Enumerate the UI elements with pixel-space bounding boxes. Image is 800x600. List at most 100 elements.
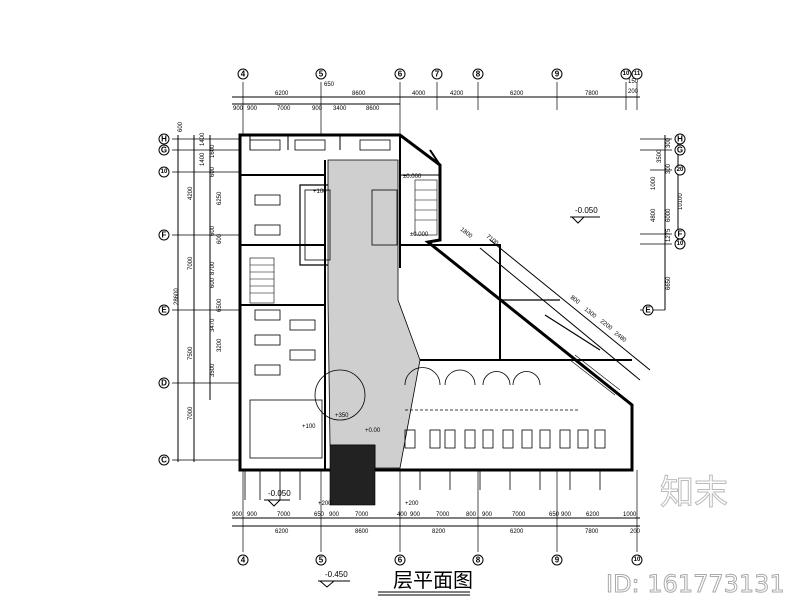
- dimension-lines: [172, 82, 679, 552]
- dimension-text: 600: [178, 121, 184, 132]
- dimension-text: 6650: [666, 276, 672, 290]
- level-meeting: +100: [313, 189, 327, 195]
- dimension-text: 6200: [275, 529, 289, 535]
- dimension-text: 800: [569, 295, 581, 306]
- axis-label: 6: [398, 70, 403, 79]
- dimension-text: 400: [397, 512, 408, 518]
- dimension-text: 900: [482, 512, 493, 518]
- dimension-text: 4000: [412, 91, 426, 97]
- axis-label: 9: [555, 556, 560, 565]
- dimension-text: 8600: [366, 106, 380, 112]
- dimension-text: 200: [628, 89, 639, 95]
- furniture: [244, 139, 606, 500]
- axis-label: 10: [677, 241, 684, 247]
- dimension-text: 7000: [436, 512, 450, 518]
- terrazzo-corridor: [327, 159, 421, 469]
- level-stair-mid: ±0.000: [410, 232, 429, 238]
- level-title: -0.450: [325, 570, 348, 579]
- axis-label: H: [677, 135, 683, 144]
- dimension-text: 800: [466, 512, 477, 518]
- dimension-text: 900: [312, 106, 323, 112]
- dimension-text: 600: [210, 166, 216, 177]
- dimension-text: 3470: [210, 318, 216, 332]
- axis-label: D: [161, 379, 167, 388]
- dimension-text: 600: [217, 233, 223, 244]
- dimension-text: 7800: [585, 529, 599, 535]
- dimension-text: 6200: [275, 91, 289, 97]
- title-underline: [378, 591, 470, 596]
- axis-label: C: [161, 456, 167, 465]
- level-outside-left: -0.050: [268, 489, 291, 498]
- dimension-text: 8700: [210, 261, 216, 275]
- dimension-text: 6200: [510, 91, 524, 97]
- dimension-text: 8600: [352, 91, 366, 97]
- axis-label: F: [678, 230, 683, 239]
- level-corridor: +0.00: [365, 428, 381, 434]
- axis-label: 11: [634, 71, 641, 77]
- dimension-text: 7000: [188, 256, 194, 270]
- dimension-text: 6000: [666, 208, 672, 222]
- axis-label: 10: [623, 71, 630, 77]
- axis-label: 4: [241, 556, 246, 565]
- dimension-text: 900: [410, 512, 421, 518]
- dimension-text: 900: [561, 512, 572, 518]
- axis-label: 8: [476, 556, 481, 565]
- axis-label: 4: [241, 70, 246, 79]
- dimension-text: 6200: [510, 529, 524, 535]
- dimension-text: 1300: [583, 307, 598, 320]
- axis-label: 7: [435, 70, 440, 79]
- dimension-text: 4200: [188, 186, 194, 200]
- dimension-text: 3400: [333, 106, 347, 112]
- dimension-text: 900: [233, 106, 244, 112]
- level-marks: -0.050 -0.050 -0.450 ±0.000 ±0.000 +100 …: [264, 174, 600, 588]
- dimension-text: 1800: [459, 227, 474, 240]
- dimension-text: 6250: [217, 191, 223, 205]
- dimension-text: 1000: [623, 512, 637, 518]
- axis-label: H: [161, 135, 167, 144]
- level-outside-right: -0.050: [575, 206, 598, 215]
- dimension-text: 4800: [651, 208, 657, 222]
- dimension-text: 7000: [355, 512, 369, 518]
- dimension-text: 7800: [585, 91, 599, 97]
- dimension-text: 650: [314, 512, 325, 518]
- watermark-id: ID: 161773131: [606, 570, 785, 598]
- dimension-text: 8200: [432, 529, 446, 535]
- axis-label: 10: [634, 557, 641, 563]
- building-walls: [238, 133, 651, 472]
- dimension-text: 7500: [188, 346, 194, 360]
- dimension-text: 150: [628, 79, 639, 85]
- dimension-text: 900: [232, 512, 243, 518]
- dimension-text: 7000: [512, 512, 526, 518]
- dimension-text: 8600: [355, 529, 369, 535]
- dimension-text: 1275: [666, 228, 672, 242]
- level-entrance-left: +200: [318, 501, 332, 507]
- dimension-text: 3200: [217, 338, 223, 352]
- axis-label: 20: [677, 167, 684, 173]
- dimension-text: 10100: [678, 193, 684, 210]
- dimension-text: 4200: [450, 91, 464, 97]
- stairs: [249, 179, 621, 506]
- dimension-text: 900: [247, 106, 258, 112]
- level-stair-top: ±0.000: [403, 174, 422, 180]
- axis-label: F: [162, 231, 167, 240]
- level-entrance-right: +200: [405, 501, 419, 507]
- dimension-text: 600: [210, 277, 216, 288]
- dimension-text: 200: [630, 529, 641, 535]
- dimension-text: 6200: [586, 512, 600, 518]
- level-lounge: +100: [302, 424, 316, 430]
- dimension-text: 7000: [188, 406, 194, 420]
- dimension-text: 7000: [277, 512, 291, 518]
- dimension-text: 28600: [174, 288, 180, 305]
- axis-label: 10: [161, 169, 168, 175]
- dimension-text: 6500: [217, 298, 223, 312]
- dimension-text: 300: [666, 163, 672, 174]
- dimension-text: 1600: [210, 144, 216, 158]
- dimension-text: 1400: [200, 132, 206, 146]
- watermark-brand: 知末: [660, 473, 728, 513]
- dimension-text: 650: [549, 512, 560, 518]
- dimension-text: 1000: [651, 176, 657, 190]
- dimension-text: 3500: [657, 149, 663, 163]
- dimension-text: 2480: [613, 331, 628, 344]
- dimension-text: 900: [329, 512, 340, 518]
